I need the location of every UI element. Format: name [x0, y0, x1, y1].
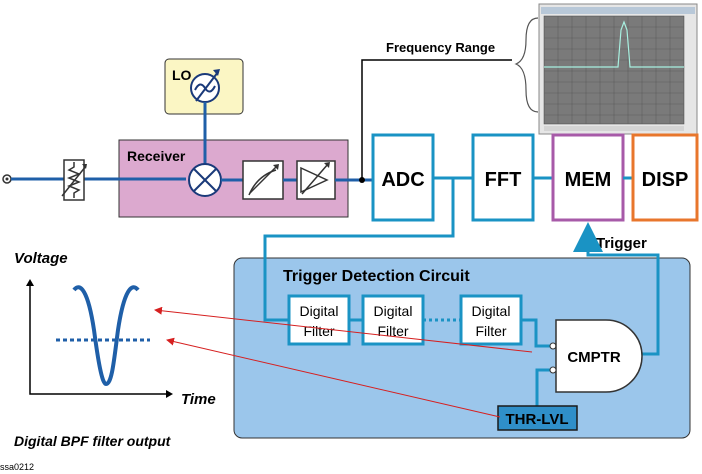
threshold-level-label: THR-LVL — [505, 411, 568, 428]
trigger-label: Trigger — [596, 235, 647, 252]
graph-ylabel: Voltage — [14, 250, 68, 267]
figure-id: ssa0212 — [0, 462, 34, 472]
frequency-range-brace — [514, 17, 539, 113]
fft-label: FFT — [485, 169, 522, 191]
filter-icon — [242, 160, 284, 200]
digital-filter-1 — [287, 294, 351, 346]
comparator-gate — [555, 319, 643, 393]
digital-filter-2-line2: Filter — [377, 323, 408, 339]
attenuator-icon — [61, 159, 87, 201]
trigger-circuit-title: Trigger Detection Circuit — [283, 268, 470, 285]
digital-filter-1-line2: Filter — [303, 323, 334, 339]
fft-block — [471, 133, 535, 222]
frequency-range-label: Frequency Range — [386, 40, 495, 55]
amplifier-icon — [296, 160, 336, 200]
graph-xlabel: Time — [181, 391, 216, 408]
adc-block — [371, 133, 435, 222]
adc-label: ADC — [381, 169, 424, 191]
graph-caption: Digital BPF filter output — [14, 433, 172, 449]
threshold-arrow — [166, 337, 501, 418]
graph-axes — [29, 282, 170, 395]
digital-filter-3-line2: Filter — [475, 323, 506, 339]
threshold-level-box — [497, 405, 578, 431]
spectrum-display-thumbnail — [538, 3, 698, 135]
receiver-label: Receiver — [127, 148, 186, 164]
filter-output-curve — [72, 285, 140, 387]
comparator-label: CMPTR — [567, 349, 620, 366]
disp-block — [631, 133, 699, 222]
filter-output-arrow — [154, 306, 533, 353]
oscillator-icon — [190, 69, 220, 103]
mem-block — [551, 133, 625, 222]
mixer-icon — [188, 163, 222, 197]
mem-label: MEM — [565, 169, 612, 191]
digital-filter-2 — [361, 294, 425, 346]
lo-label: LO — [172, 67, 192, 83]
digital-filter-3-line1: Digital — [472, 303, 511, 319]
digital-filter-2-line1: Digital — [374, 303, 413, 319]
disp-label: DISP — [642, 169, 689, 191]
digital-filter-1-line1: Digital — [300, 303, 339, 319]
